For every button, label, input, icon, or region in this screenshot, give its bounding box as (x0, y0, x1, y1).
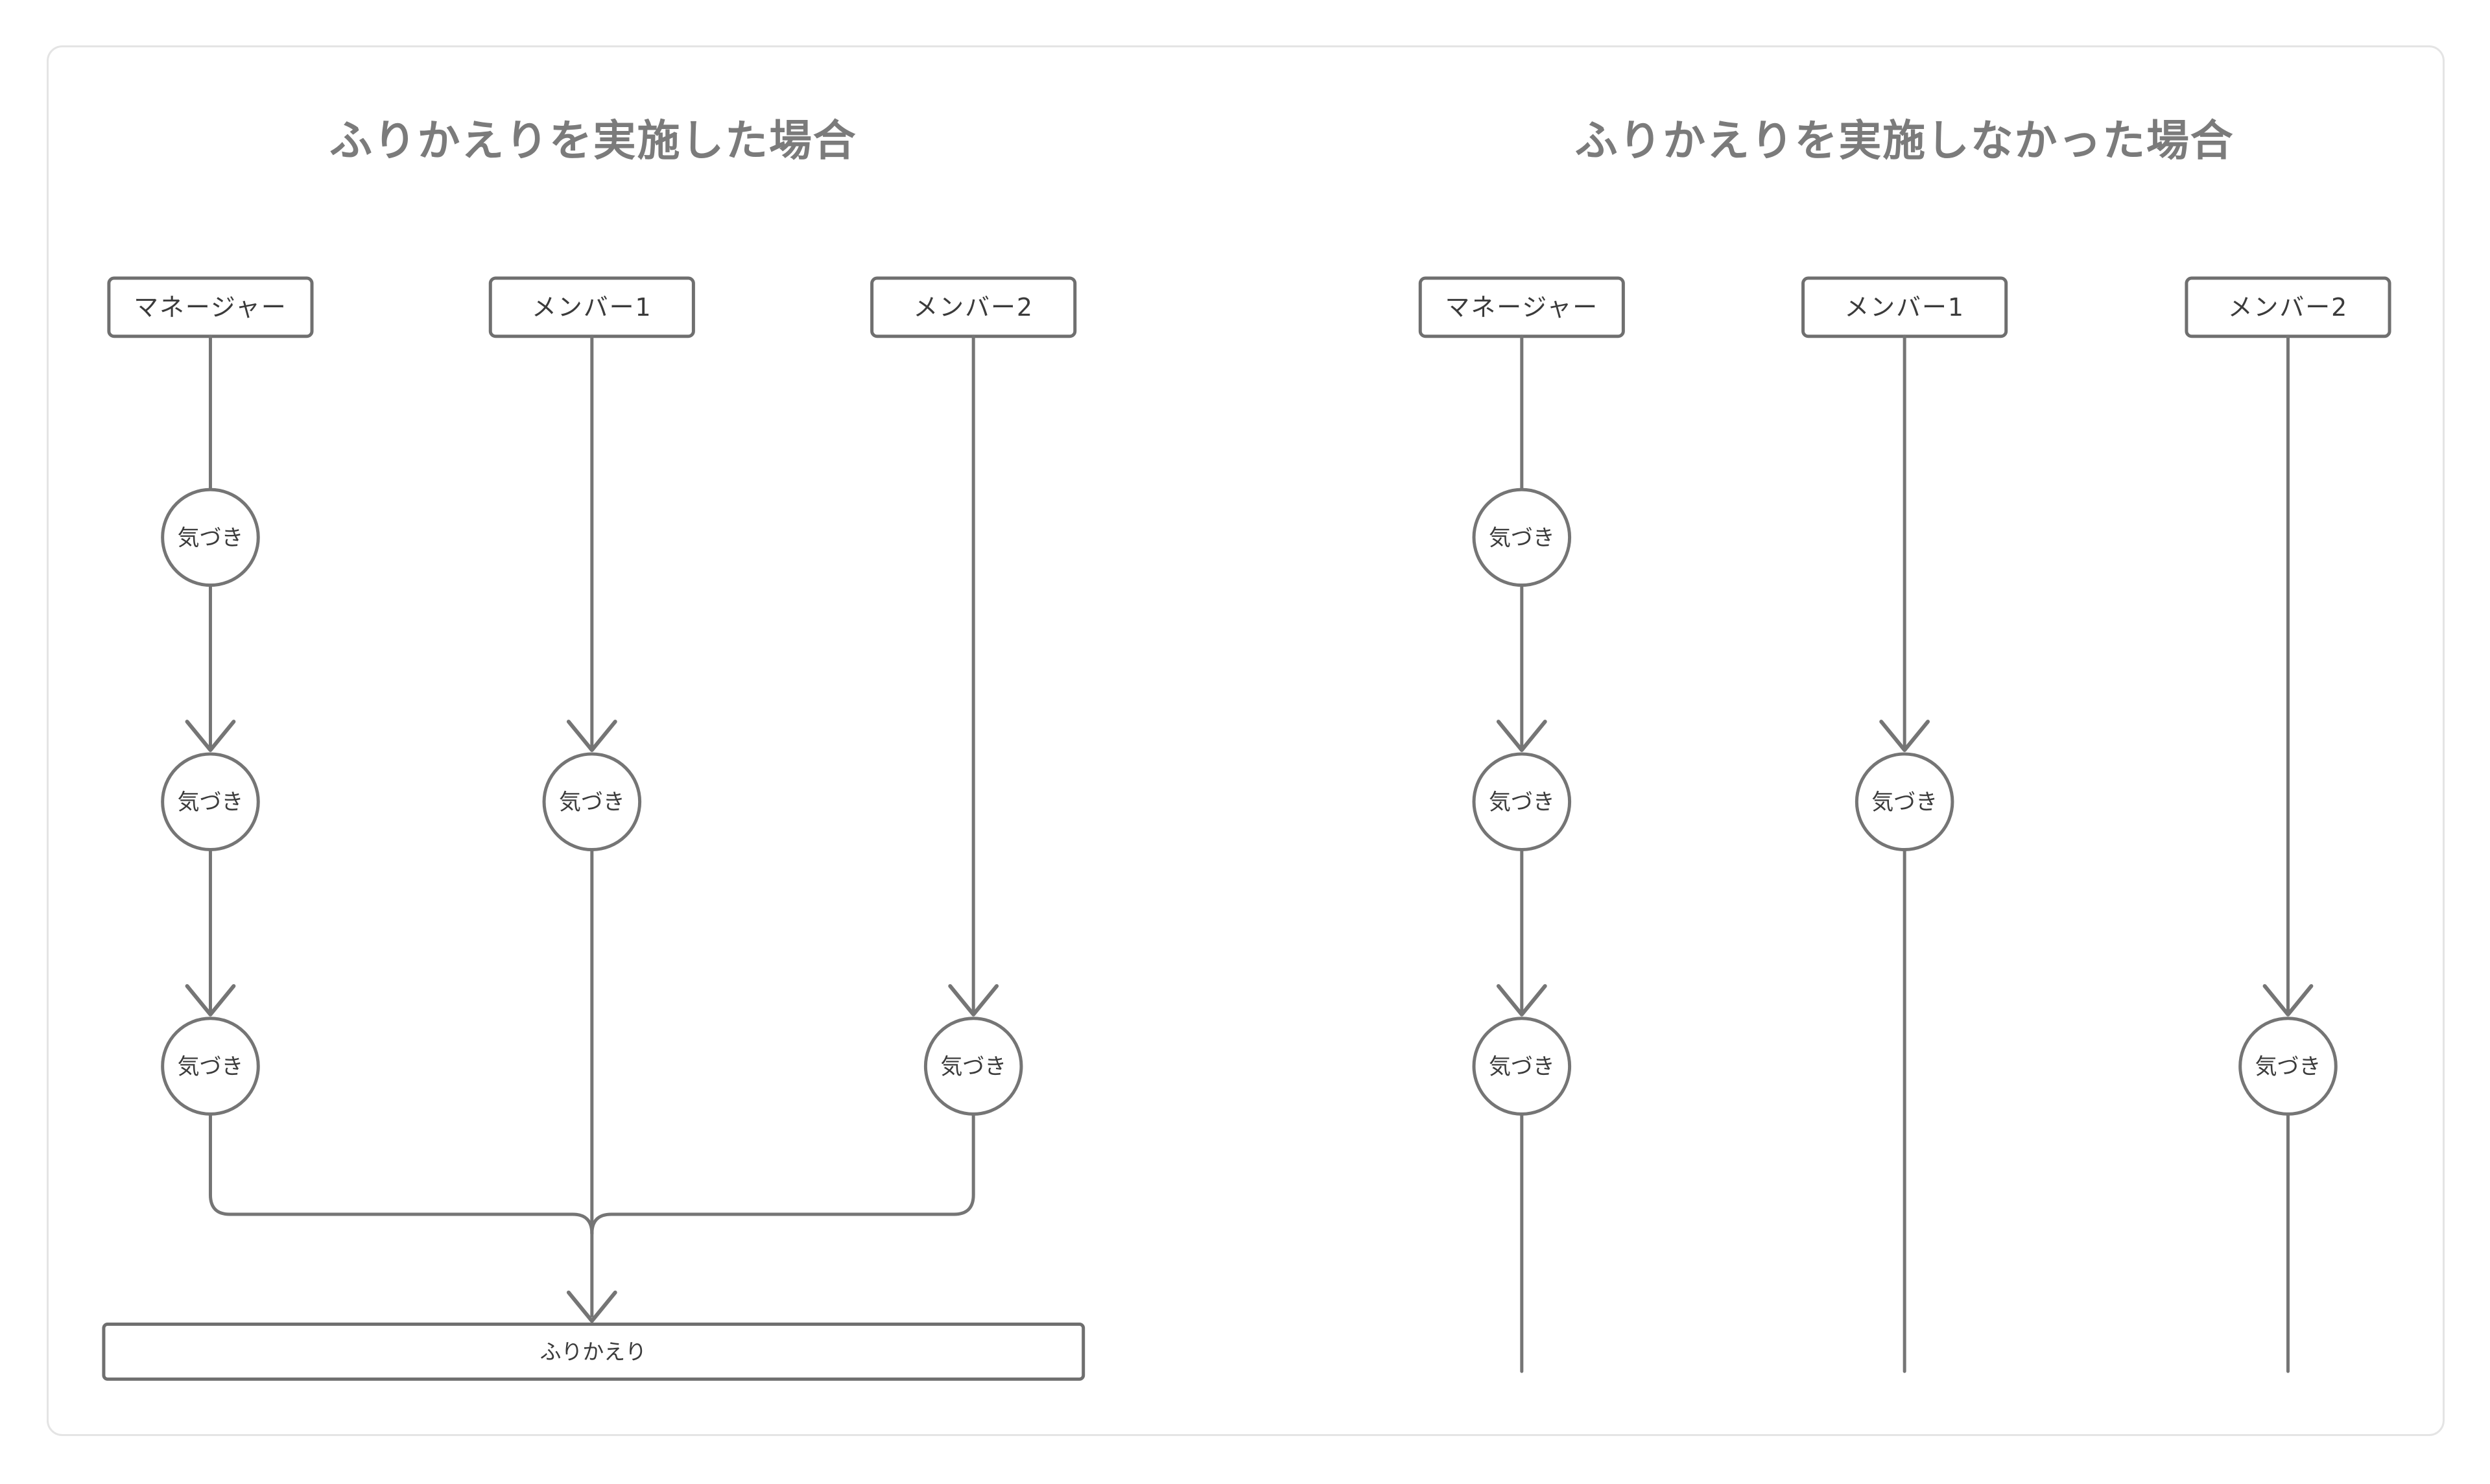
awareness-node-label: 気づき (559, 790, 625, 815)
left-diagram-title: ふりかえりを実施した場合 (329, 116, 857, 166)
diagram-card: ふりかえりを実施した場合 マネージャー メンバー1 メンバー2 気づき 気づき … (47, 45, 2445, 1436)
arrow-down-icon (185, 983, 236, 1017)
awareness-node-label: 気づき (178, 1054, 244, 1079)
awareness-node-label: 気づき (1489, 1054, 1555, 1079)
awareness-node-label: 気づき (1489, 525, 1555, 550)
merge-connector-right (590, 1112, 975, 1236)
arrow-down-icon (948, 983, 999, 1017)
arrow-down-icon (1496, 720, 1547, 752)
retrospective-box (102, 1322, 1085, 1381)
awareness-node-label: 気づき (2255, 1054, 2321, 1079)
right-diagram-title: ふりかえりを実施しなかった場合 (1575, 116, 2235, 166)
lane-header-label-manager-right: マネージャー (1445, 293, 1599, 322)
merge-connector-left (208, 1112, 594, 1236)
arrow-down-icon (1496, 983, 1547, 1017)
arrow-down-icon (2262, 983, 2314, 1017)
arrow-down-icon (566, 1290, 617, 1323)
awareness-node-label: 気づき (1871, 790, 1938, 815)
arrow-down-icon (566, 720, 617, 752)
arrow-down-icon (185, 720, 236, 752)
sequence-diagram-canvas: ふりかえりを実施した場合 マネージャー メンバー1 メンバー2 気づき 気づき … (102, 116, 2391, 1381)
lane-header-label-member2-left: メンバー2 (913, 293, 1034, 322)
awareness-node-label: 気づき (178, 790, 244, 815)
arrow-down-icon (1879, 720, 1930, 752)
diagram-without-retrospective: ふりかえりを実施しなかった場合 マネージャー メンバー1 メンバー2 気づき 気… (1418, 116, 2391, 1373)
lane-header-label-manager-left: マネージャー (134, 293, 287, 322)
lane-header-label-member1-right: メンバー1 (1844, 293, 1965, 322)
awareness-node-label: 気づき (1489, 790, 1555, 815)
awareness-node-label: 気づき (940, 1054, 1006, 1079)
awareness-node-label: 気づき (178, 525, 244, 550)
diagram-with-retrospective: ふりかえりを実施した場合 マネージャー メンバー1 メンバー2 気づき 気づき … (102, 116, 1085, 1381)
retrospective-box-label: ふりかえり (540, 1339, 646, 1364)
lane-header-label-member1-left: メンバー1 (532, 293, 652, 322)
lane-header-label-member2-right: メンバー2 (2228, 293, 2349, 322)
